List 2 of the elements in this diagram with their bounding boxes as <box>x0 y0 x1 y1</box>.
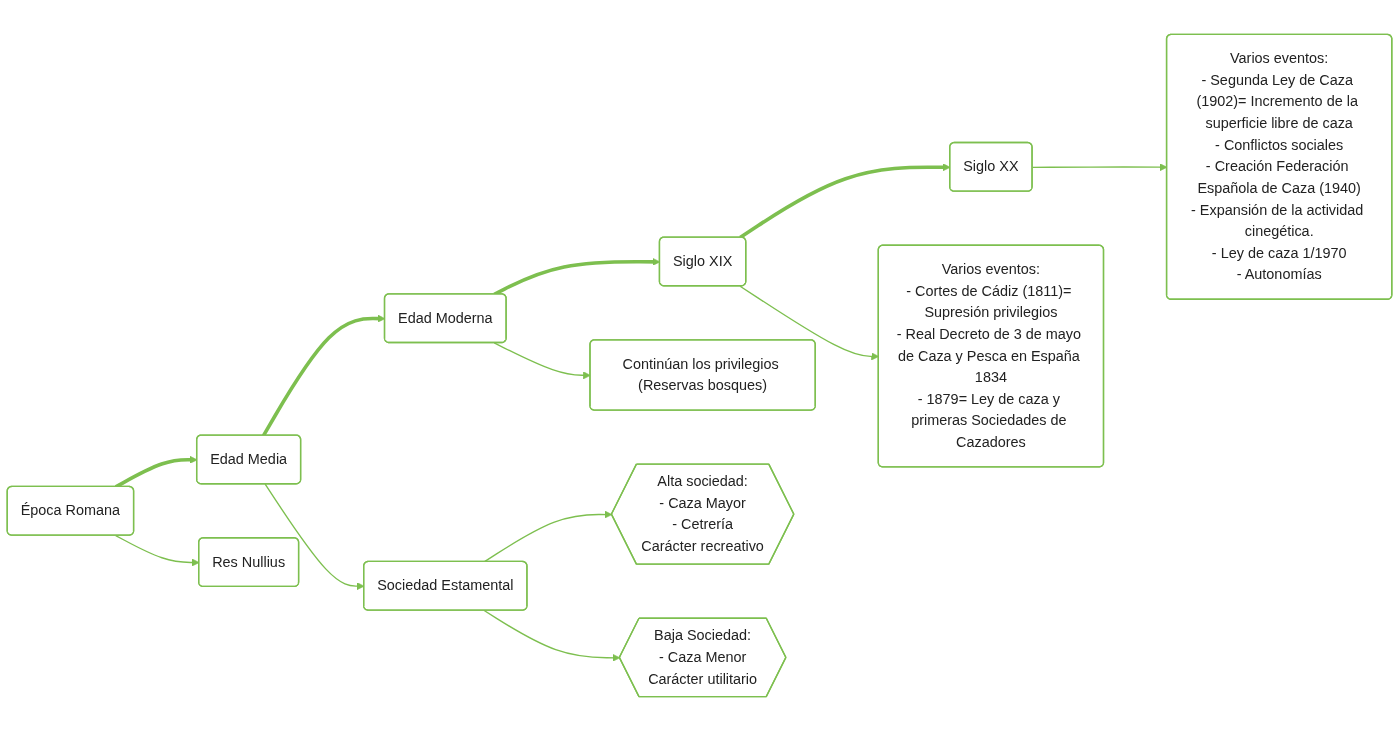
arrow <box>483 609 621 662</box>
arrow <box>483 510 613 563</box>
